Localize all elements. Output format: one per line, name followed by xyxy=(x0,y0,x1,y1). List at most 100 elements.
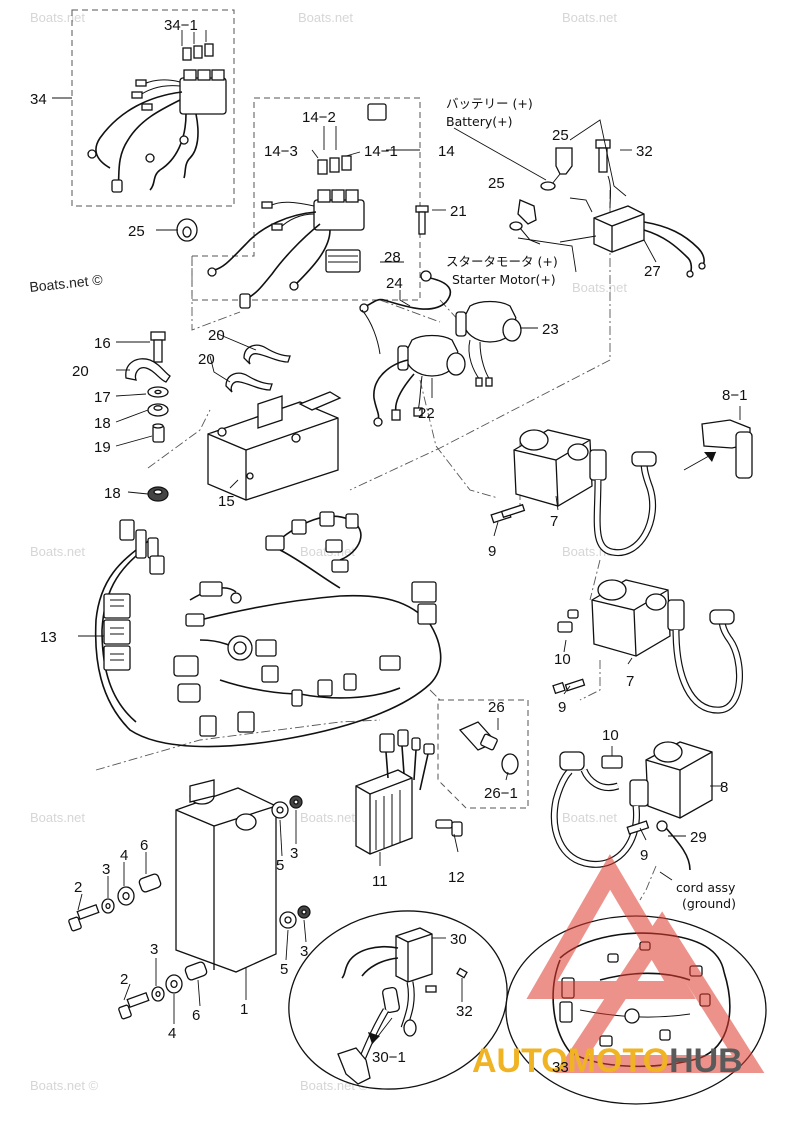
cable-24 xyxy=(359,270,452,313)
callout-7-upper: 7 xyxy=(550,513,558,530)
starter-note: スタータモータ (+) Starter Motor(+) xyxy=(446,254,558,287)
callout-25-mid: 25 xyxy=(488,175,505,192)
bolt-21 xyxy=(415,205,429,235)
callout-32-lower: 32 xyxy=(456,1003,473,1020)
group-box-34 xyxy=(71,9,235,207)
callout-9-middle: 9 xyxy=(558,699,566,716)
grommet-5-upper xyxy=(271,801,289,819)
brand-text-accent: AUTOMOTO xyxy=(472,1042,669,1080)
collar-6-upper xyxy=(138,873,162,893)
rectifier-11 xyxy=(355,729,435,855)
clamp-20-lower xyxy=(225,372,273,393)
callout-30-1: 30−1 xyxy=(372,1049,406,1066)
callout-1: 1 xyxy=(240,1001,248,1018)
callout-33: 33 xyxy=(552,1059,569,1076)
callout-2-lower: 2 xyxy=(120,971,128,988)
battery-note: バッテリー (+) Battery(+) xyxy=(446,96,533,129)
callout-23: 23 xyxy=(542,321,559,338)
starter-label-jp: スタータモータ (+) xyxy=(446,254,558,269)
plug-cap-8-1 xyxy=(683,419,753,479)
callout-16: 16 xyxy=(94,335,111,352)
callout-18-lower: 18 xyxy=(104,485,121,502)
starter-label-en: Starter Motor(+) xyxy=(452,272,556,287)
battery-label-jp: バッテリー (+) xyxy=(446,96,533,111)
clamp-25-left xyxy=(176,218,198,242)
grommet-4-lower xyxy=(165,974,183,994)
collar-19 xyxy=(152,423,165,443)
brand-text-dark: HUB xyxy=(669,1042,743,1080)
callout-14-2: 14−2 xyxy=(302,109,336,126)
watermark-top-right: Boats.net xyxy=(562,10,617,25)
callout-30: 30 xyxy=(450,931,467,948)
washer-3-left-lower xyxy=(151,986,165,1002)
collar-6-lower xyxy=(184,961,208,981)
bracket-15 xyxy=(207,391,342,501)
brand-logo xyxy=(526,854,765,1073)
callout-26-1: 26−1 xyxy=(484,785,518,802)
group-box-14 xyxy=(191,97,421,301)
callout-5-upper: 5 xyxy=(276,857,284,874)
callout-7-lower: 7 xyxy=(626,673,634,690)
callout-3-right-upper: 3 xyxy=(290,845,298,862)
callout-11: 11 xyxy=(372,873,388,890)
temp-sensor-26 xyxy=(458,721,519,775)
callout-13: 13 xyxy=(40,629,57,646)
bolt-12 xyxy=(435,819,463,837)
callout-2-upper: 2 xyxy=(74,879,82,896)
callout-27: 27 xyxy=(644,263,661,280)
callout-34: 34 xyxy=(30,91,47,108)
callout-10-lower: 10 xyxy=(602,727,619,744)
callout-26: 26 xyxy=(488,699,505,716)
watermark-left-mid: Boats.net xyxy=(30,544,85,559)
callout-20-upper: 20 xyxy=(208,327,225,344)
solenoid-23 xyxy=(455,300,522,387)
callout-9-lower: 9 xyxy=(640,847,648,864)
nut-3-lower xyxy=(297,905,311,919)
solenoid-22 xyxy=(361,309,466,427)
callout-15: 15 xyxy=(218,493,235,510)
cord-ground-label: (ground) xyxy=(682,896,736,911)
callout-21: 21 xyxy=(450,203,467,220)
watermark-left-dark: Boats.net © xyxy=(29,271,104,295)
cord-assy-note: cord assy (ground) xyxy=(676,880,736,911)
callout-6-upper: 6 xyxy=(140,837,148,854)
watermark-center-low: Boats.net xyxy=(300,810,355,825)
cdi-unit-1 xyxy=(175,779,277,973)
bolt-2-lower xyxy=(118,991,150,1020)
callout-24: 24 xyxy=(386,275,403,292)
watermark-right-mid: Boats.net xyxy=(572,280,627,295)
callout-10-upper: 10 xyxy=(554,651,571,668)
callout-17: 17 xyxy=(94,389,111,406)
relay-harness-34 xyxy=(87,43,227,193)
callout-29: 29 xyxy=(690,829,707,846)
group-box-26 xyxy=(437,699,529,809)
callout-labels: 34 34−1 14−2 14−3 14−1 14 21 25 25 25 32… xyxy=(30,17,747,1076)
callout-14-1: 14−1 xyxy=(364,143,398,160)
ignition-coil-8 xyxy=(550,741,713,871)
watermark-top-center: Boats.net xyxy=(298,10,353,25)
callout-18-upper: 18 xyxy=(94,415,111,432)
callout-4-lower: 4 xyxy=(168,1025,176,1042)
callout-25-top: 25 xyxy=(552,127,569,144)
grommet-5-lower xyxy=(279,911,297,929)
inset-30 xyxy=(288,910,508,1090)
callout-25-left: 25 xyxy=(128,223,145,240)
bolt-16 xyxy=(150,331,166,363)
callout-34-1: 34−1 xyxy=(164,17,198,34)
leader-lines xyxy=(52,30,741,1024)
watermark-bottom-left: Boats.net © xyxy=(30,1078,99,1093)
callout-20-middle: 20 xyxy=(198,351,215,368)
ignition-coil-7-upper xyxy=(490,429,657,557)
callout-9-upper: 9 xyxy=(488,543,496,560)
ignition-coil-7-lower xyxy=(552,579,743,714)
bolt-2-upper xyxy=(68,903,100,932)
callout-20-left: 20 xyxy=(72,363,89,380)
watermark-left-low: Boats.net xyxy=(30,810,85,825)
terminal-cap-25-top xyxy=(540,147,573,191)
callout-14-3: 14−3 xyxy=(264,143,298,160)
grommet-4-upper xyxy=(117,886,135,906)
callout-19: 19 xyxy=(94,439,111,456)
nut-18-bottom xyxy=(147,486,169,502)
watermark-right-low: Boats.net xyxy=(562,810,617,825)
callout-28: 28 xyxy=(384,249,401,266)
